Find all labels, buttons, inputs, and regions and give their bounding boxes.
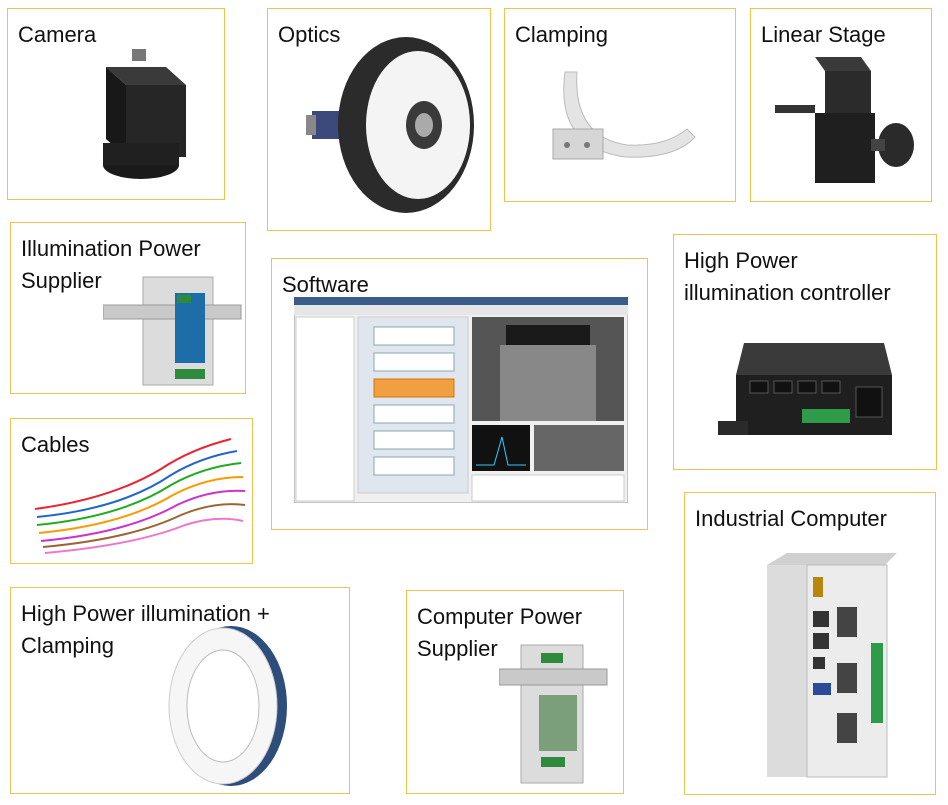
card-title: Linear Stage [761, 22, 886, 47]
card-camera: Camera [7, 8, 225, 200]
power-supply-image [103, 276, 242, 386]
card-illumination-power-supplier: Illumination Power Supplier [10, 222, 246, 394]
controller-image [718, 343, 892, 435]
industrial-computer-image [767, 553, 897, 778]
card-title: Cables [21, 432, 90, 457]
card-industrial-computer: Industrial Computer [684, 492, 936, 795]
linear-stage-image [775, 57, 914, 183]
camera-image [103, 49, 186, 179]
clamping-image [552, 71, 696, 160]
software-screenshot-image [294, 297, 628, 503]
card-cables: Cables [10, 418, 253, 564]
card-title: Software [282, 272, 369, 297]
card-title: Illumination Power Supplier [21, 236, 201, 293]
card-software: Software [271, 258, 648, 530]
card-title: Industrial Computer [695, 506, 887, 531]
card-title: Camera [18, 22, 97, 47]
card-high-power-illumination-controller: High Power illumination controller [673, 234, 937, 470]
card-computer-power-supplier: Computer Power Supplier [406, 590, 624, 794]
computer-power-supply-image [499, 644, 608, 784]
card-optics: Optics [267, 8, 491, 231]
card-title: Optics [278, 22, 341, 47]
card-title: High Power illumination controller [684, 248, 891, 305]
card-title: High Power illumination + Clamping [21, 601, 270, 658]
card-title: Clamping [515, 22, 608, 47]
card-linear-stage: Linear Stage [750, 8, 932, 202]
card-clamping: Clamping [504, 8, 736, 202]
card-title: Computer Power Supplier [417, 604, 583, 661]
cables-image [34, 438, 246, 554]
ring-light-image [168, 626, 287, 786]
optics-image [306, 37, 474, 213]
card-high-power-illumination-clamping: High Power illumination + Clamping [10, 587, 350, 794]
